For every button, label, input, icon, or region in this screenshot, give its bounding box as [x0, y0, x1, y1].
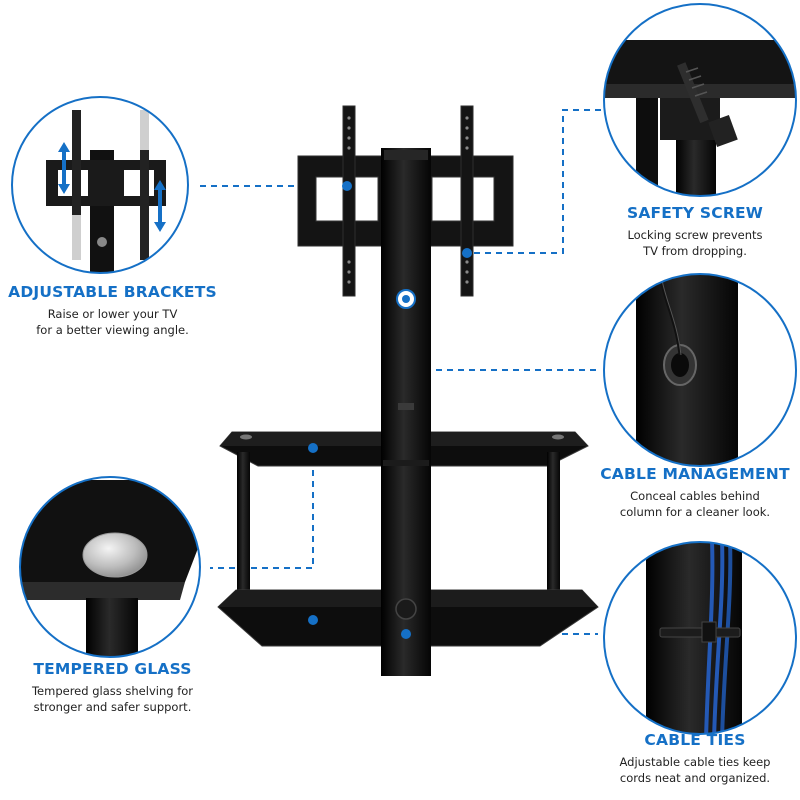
connector-cable-management — [406, 300, 600, 371]
feature-title: CABLE TIES — [644, 731, 746, 749]
feature-adjustable-brackets: ADJUSTABLE BRACKETS Raise or lower your … — [0, 283, 225, 338]
hotspot-dot-safety-screw — [462, 248, 472, 258]
feature-cable-management: CABLE MANAGEMENT Conceal cables behind c… — [590, 465, 800, 520]
feature-description: Locking screw prevents TV from dropping. — [627, 228, 763, 258]
safety-screw-closeup-icon — [603, 3, 797, 197]
cable-management-closeup-icon — [603, 273, 797, 467]
connector-safety-screw — [474, 109, 603, 254]
feature-description: Tempered glass shelving for stronger and… — [31, 684, 194, 714]
hotspot-dot-glass-lower — [308, 615, 318, 625]
support-leg-left — [237, 452, 250, 602]
feature-description: Conceal cables behind column for a clean… — [619, 489, 771, 519]
feature-title: ADJUSTABLE BRACKETS — [8, 283, 217, 301]
tempered-glass-closeup-icon — [19, 476, 201, 658]
cable-ties-closeup-icon — [603, 541, 797, 735]
feature-safety-screw: SAFETY SCREW Locking screw prevents TV f… — [590, 204, 800, 259]
feature-description: Adjustable cable ties keep cords neat an… — [619, 755, 771, 785]
feature-tempered-glass: TEMPERED GLASS Tempered glass shelving f… — [0, 660, 225, 715]
hotspot-dot-brackets — [342, 181, 352, 191]
hotspot-dot-cable-ties — [401, 629, 411, 639]
feature-title: TEMPERED GLASS — [33, 660, 192, 678]
feature-description: Raise or lower your TV for a better view… — [36, 307, 189, 337]
tv-stand — [217, 105, 599, 676]
feature-cable-ties: CABLE TIES Adjustable cable ties keep co… — [590, 731, 800, 786]
feature-title: SAFETY SCREW — [626, 204, 764, 222]
central-column — [381, 148, 431, 676]
support-leg-right — [547, 452, 560, 602]
feature-title: CABLE MANAGEMENT — [600, 465, 790, 483]
hotspot-dot-glass — [308, 443, 318, 453]
adjustable-bracket-closeup-icon — [11, 96, 189, 274]
